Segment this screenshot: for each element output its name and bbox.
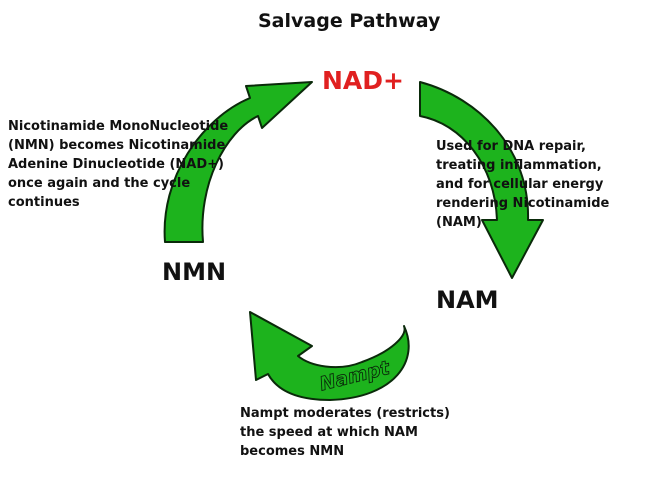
note-nam-to-nmn: Nampt moderates (restricts) the speed at… — [240, 406, 450, 459]
node-nam: NAM — [436, 286, 499, 314]
note-nad-to-nam: Used for DNA repair, treating inflammati… — [436, 139, 610, 230]
arrow-nad-to-nam — [419, 81, 544, 279]
diagram-title: Salvage Pathway — [258, 10, 441, 32]
node-nad: NAD+ — [322, 66, 404, 95]
note-nmn-to-nad: Nicotinamide MonoNucleotide (NMN) become… — [8, 119, 229, 210]
node-nmn: NMN — [162, 258, 227, 286]
arrow-nmn-to-nad — [163, 81, 313, 243]
arrow-nam-to-nmn — [249, 311, 410, 401]
